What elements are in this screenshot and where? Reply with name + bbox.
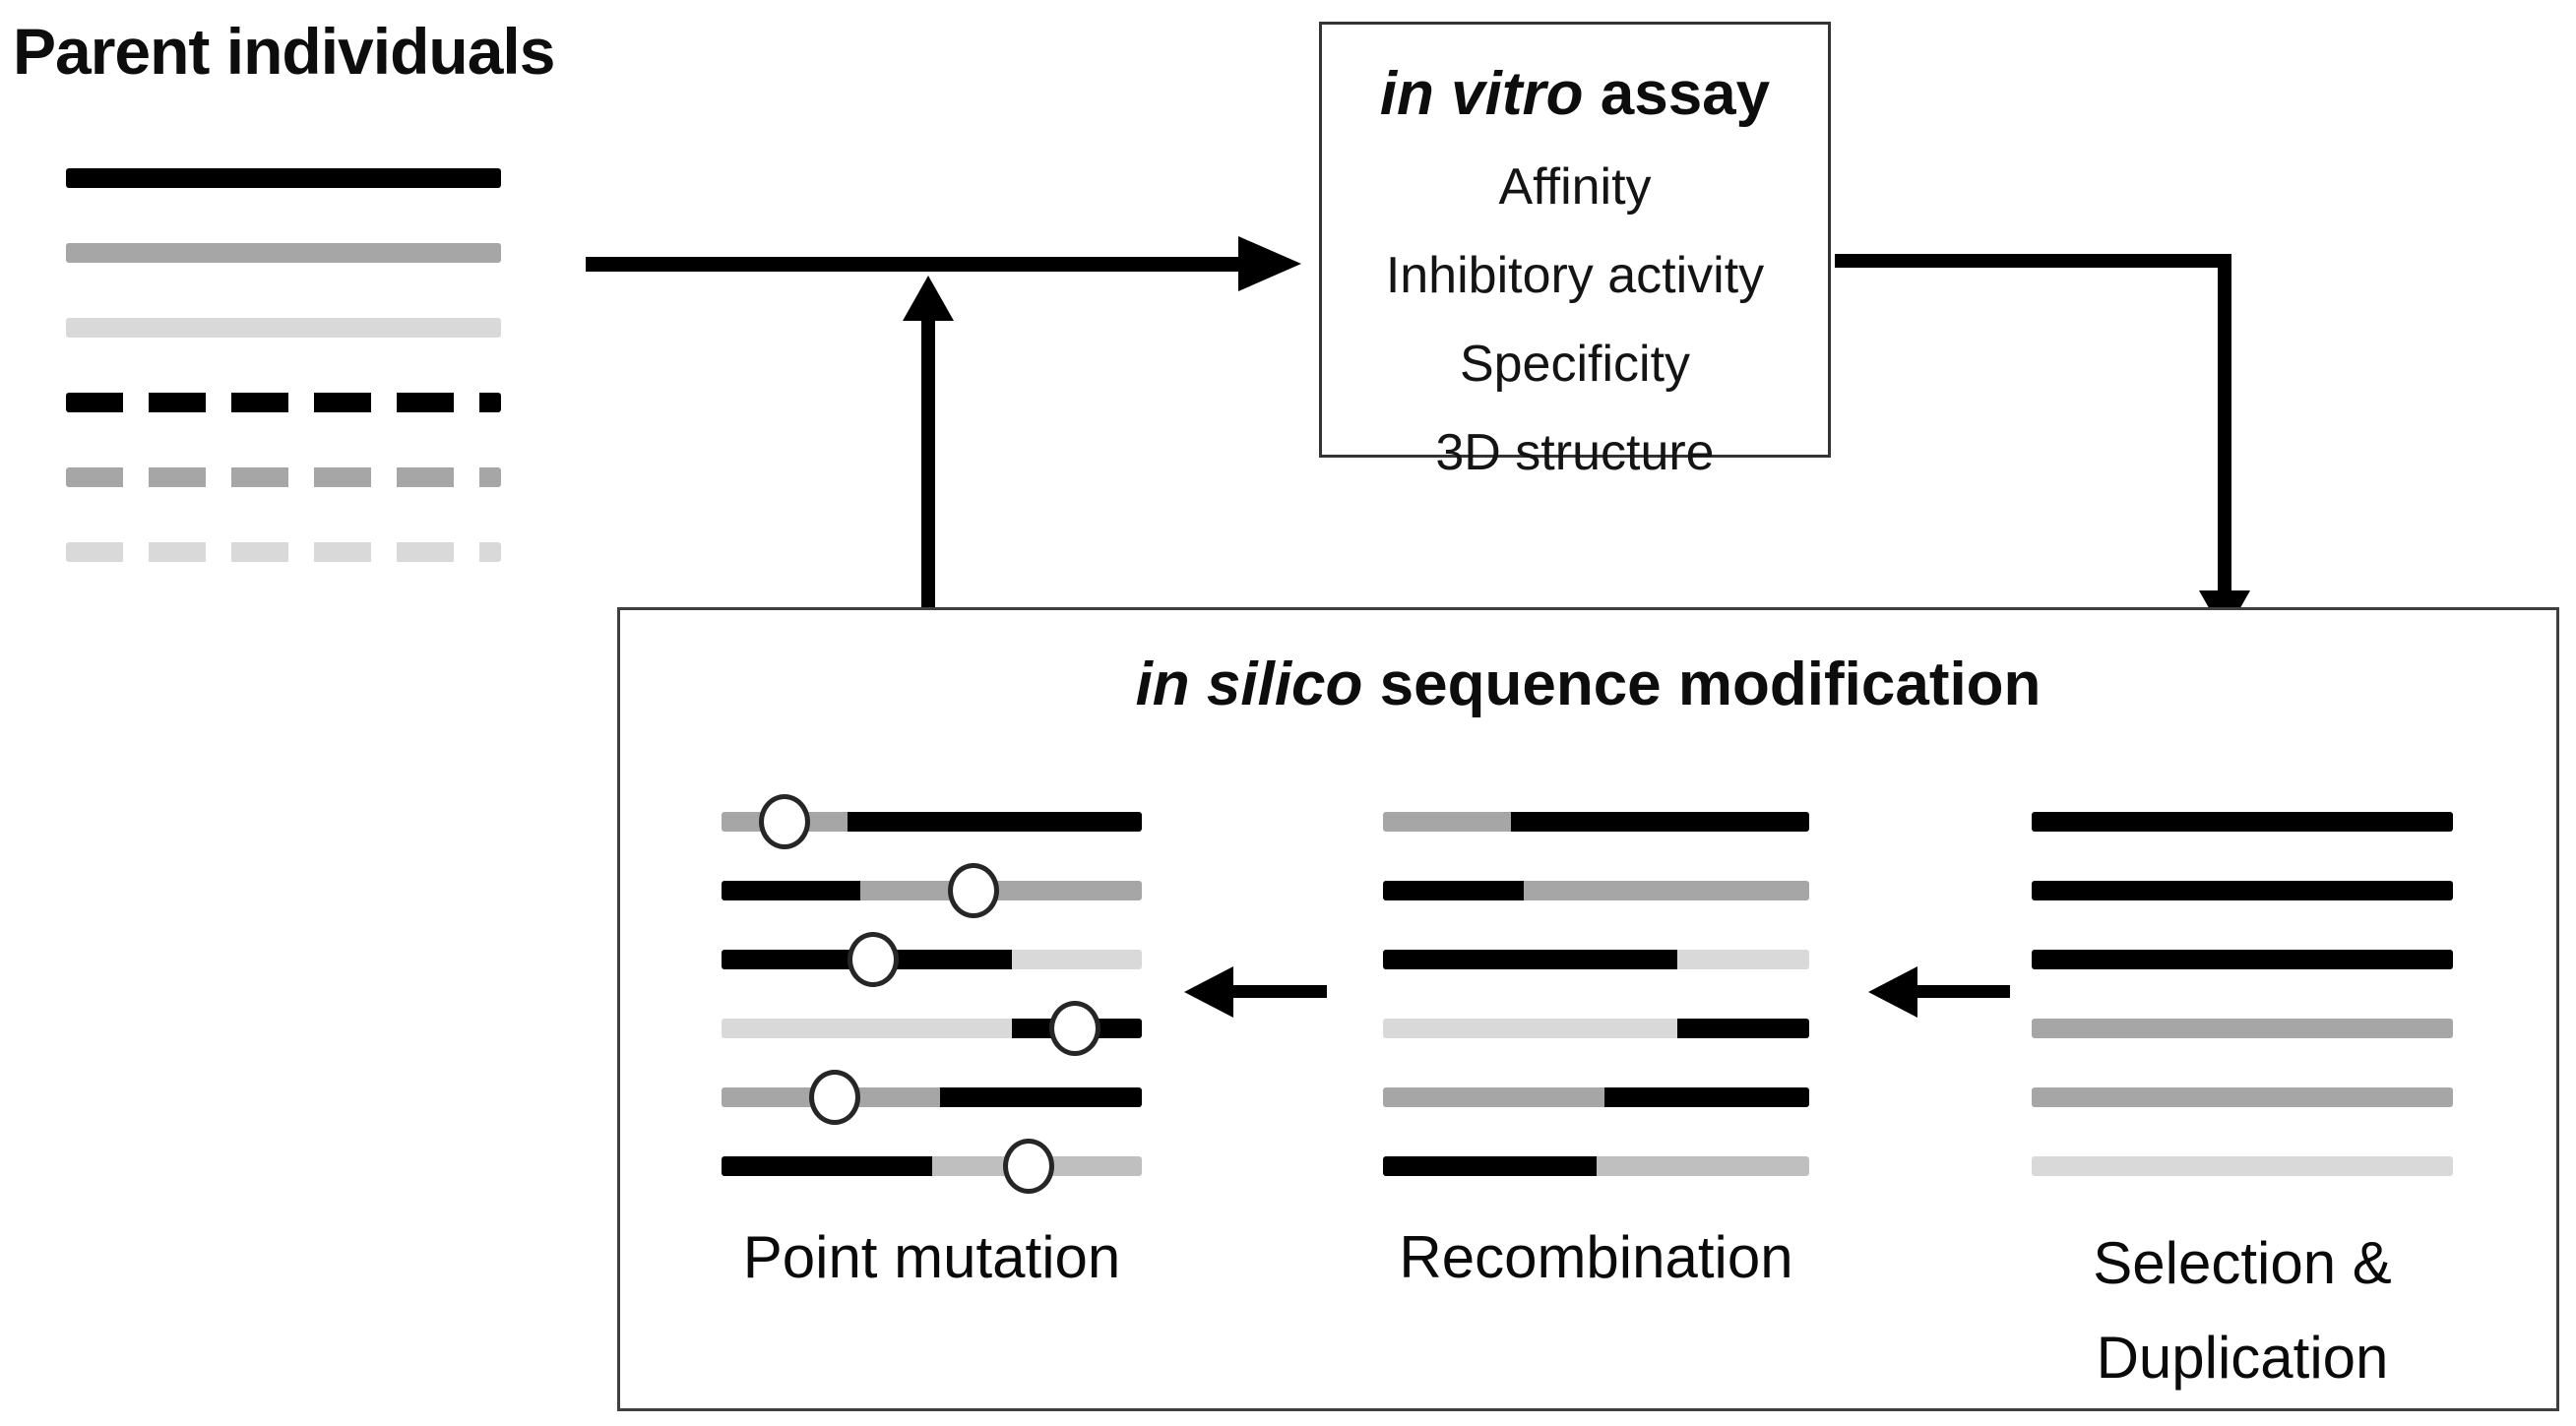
assay-item-affinity: Affinity — [1498, 158, 1652, 216]
sequence-segment — [2032, 1019, 2453, 1038]
sequence-segment — [1383, 1087, 1605, 1107]
selection-duplication-bar — [2032, 1087, 2453, 1107]
parent-individuals-title: Parent individuals — [13, 15, 555, 88]
assay-item-inhibitory-activity: Inhibitory activity — [1385, 247, 1765, 304]
sequence-segment — [1604, 1087, 1809, 1107]
sequence-segment — [2032, 881, 2453, 900]
assay-title-italic: in vitro — [1379, 60, 1584, 128]
parent-bar-dashed-light_gray — [66, 542, 501, 562]
sequence-segment — [722, 1019, 1012, 1038]
sequence-segment — [722, 881, 860, 900]
selection-duplication-label-line1: Selection & — [2093, 1230, 2392, 1296]
mutation-circle-icon — [1002, 1139, 1054, 1194]
selection-duplication-bars — [2032, 812, 2453, 1225]
selection-duplication-bar — [2032, 881, 2453, 900]
recombination-label: Recombination — [1399, 1224, 1793, 1290]
sequence-segment — [1011, 950, 1142, 969]
recombination-bar — [1383, 1019, 1809, 1038]
mutation-circle-icon — [847, 932, 899, 987]
assay-item-specificity: Specificity — [1459, 336, 1691, 393]
point-mutation-bar — [722, 1156, 1142, 1176]
assay-title-rest: assay — [1583, 60, 1771, 128]
sequence-segment — [1383, 950, 1677, 969]
sequence-segment — [1383, 881, 1524, 900]
sequence-segment — [1383, 1019, 1677, 1038]
silico-box-title: in silico sequence modification — [617, 650, 2559, 719]
recombination-bar — [1383, 1087, 1809, 1107]
sequence-segment — [940, 1087, 1142, 1107]
point-mutation-bar — [722, 1087, 1142, 1107]
mutation-circle-icon — [948, 863, 1000, 918]
mutation-circle-icon — [759, 794, 811, 849]
mutation-circle-icon — [809, 1070, 861, 1125]
sequence-segment — [2032, 1156, 2453, 1176]
point-mutation-bar — [722, 881, 1142, 900]
selection-duplication-bar — [2032, 950, 2453, 969]
sequence-segment — [1676, 950, 1809, 969]
sequence-segment — [2032, 1087, 2453, 1107]
selection-duplication-label-line2: Duplication — [2096, 1325, 2389, 1391]
parent-bar-solid-gray — [66, 243, 501, 263]
sequence-segment — [1510, 812, 1809, 832]
selection-duplication-bar — [2032, 1019, 2453, 1038]
recombination-bar — [1383, 881, 1809, 900]
assay-item-3d-structure: 3D structure — [1435, 424, 1715, 481]
parent-bars — [66, 168, 501, 582]
assay-box-title: in vitro assay — [1380, 56, 1770, 133]
sequence-segment — [1676, 1019, 1809, 1038]
sequence-segment — [1383, 1156, 1597, 1176]
sequence-segment — [1523, 881, 1809, 900]
sequence-segment — [722, 1156, 932, 1176]
sequence-segment — [2032, 950, 2453, 969]
selection-duplication-bar — [2032, 812, 2453, 832]
parent-bar-dashed-gray — [66, 467, 501, 487]
selection-duplication-bar — [2032, 1156, 2453, 1176]
silico-title-italic: in silico — [1135, 651, 1363, 718]
recombination-bar — [1383, 812, 1809, 832]
mutation-circle-icon — [1048, 1001, 1100, 1056]
sequence-segment — [1383, 812, 1511, 832]
recombination-bars — [1383, 812, 1809, 1225]
sequence-segment — [859, 881, 1142, 900]
sequence-segment — [2032, 812, 2453, 832]
point-mutation-bars — [722, 794, 1142, 1225]
in-vitro-assay-box: in vitro assay Affinity Inhibitory activ… — [1319, 22, 1831, 481]
sequence-segment — [1596, 1156, 1809, 1176]
point-mutation-bar — [722, 950, 1142, 969]
parent-bar-solid-black — [66, 168, 501, 188]
point-mutation-label: Point mutation — [742, 1224, 1121, 1290]
selection-duplication-label: Selection & Duplication — [2032, 1216, 2453, 1405]
parent-bar-dashed-black — [66, 393, 501, 412]
silico-title-rest: sequence modification — [1362, 651, 2042, 718]
recombination-bar — [1383, 1156, 1809, 1176]
parent-bar-solid-light_gray — [66, 318, 501, 338]
sequence-segment — [848, 812, 1142, 832]
in-silico-box — [617, 607, 2559, 1411]
recombination-bar — [1383, 950, 1809, 969]
